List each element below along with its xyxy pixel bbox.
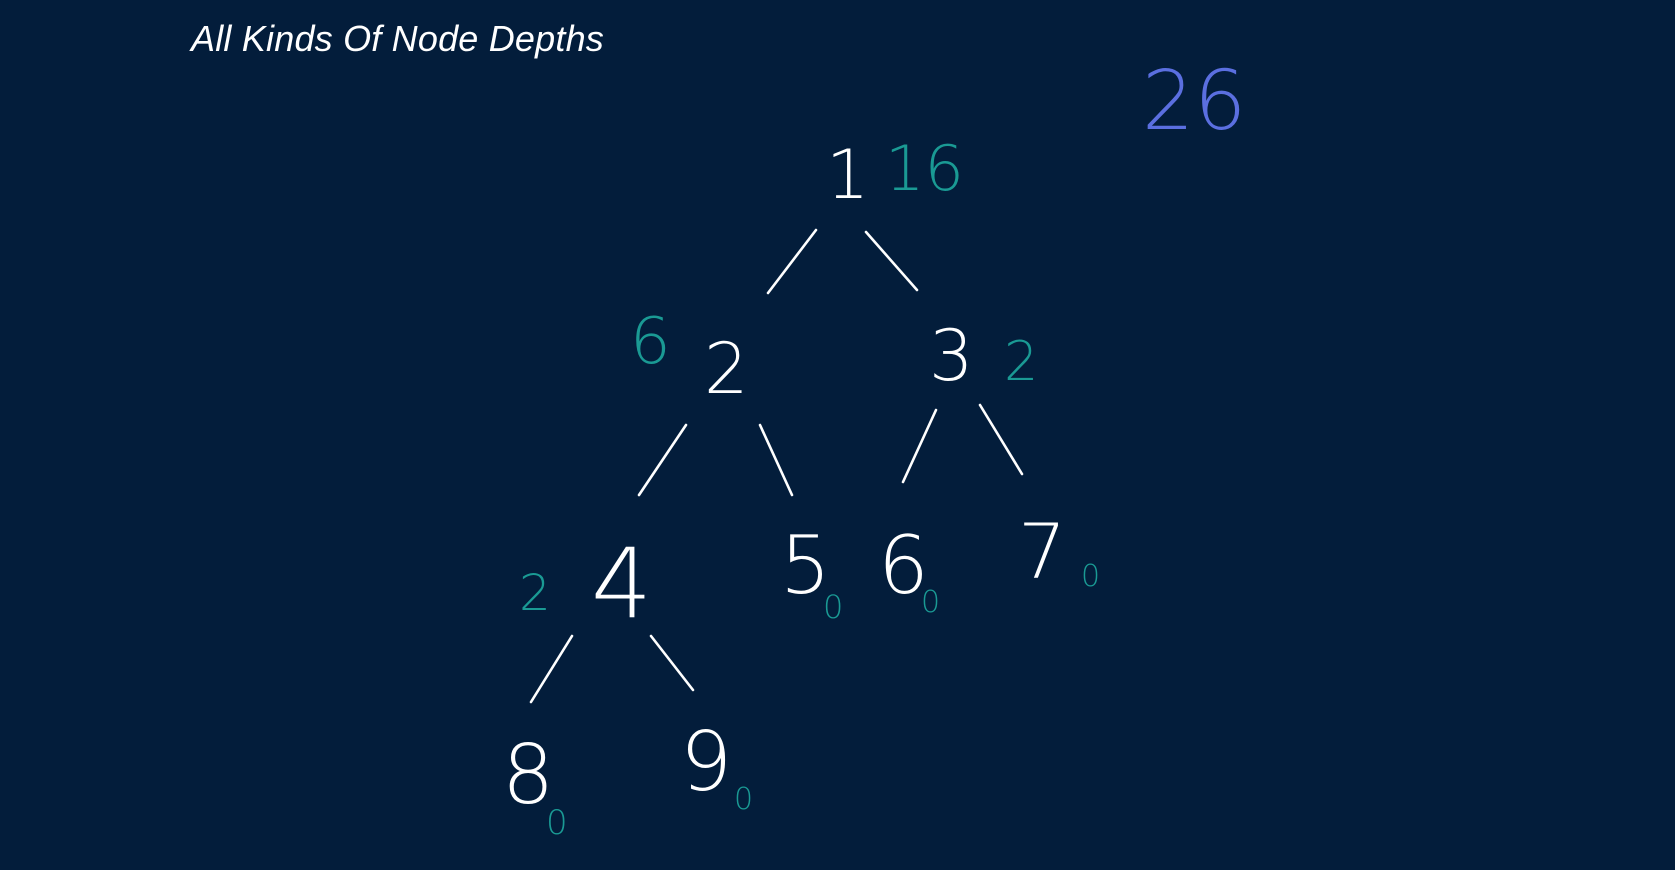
node-value-7: 7 <box>1018 507 1066 596</box>
node-value-3: 3 <box>929 315 974 397</box>
subtree-sum-5: 0 <box>823 588 843 626</box>
subtree-sum-1: 16 <box>885 132 964 205</box>
node-value-5: 5 <box>780 519 831 612</box>
edge-2-5 <box>758 423 794 497</box>
node-value-9: 9 <box>680 715 732 810</box>
node-value-8: 8 <box>502 728 554 823</box>
edge-1-3 <box>864 230 919 292</box>
edge-4-9 <box>649 634 695 692</box>
subtree-sum-3: 2 <box>1004 330 1038 393</box>
subtree-sum-6: 0 <box>921 585 940 620</box>
node-value-4: 4 <box>591 528 652 640</box>
node-value-1: 1 <box>826 136 869 215</box>
node-value-6: 6 <box>878 519 929 612</box>
edge-4-8 <box>529 634 574 704</box>
edge-1-2 <box>766 228 818 295</box>
subtree-sum-2: 6 <box>630 305 671 379</box>
subtree-sum-7: 0 <box>1081 559 1100 594</box>
subtree-sum-9: 0 <box>734 782 753 817</box>
subtree-sum-8: 0 <box>546 803 568 843</box>
page-title: All Kinds Of Node Depths <box>191 18 604 59</box>
edge-3-6 <box>901 408 938 484</box>
subtree-sum-4: 2 <box>519 564 551 622</box>
node-value-2: 2 <box>704 328 749 410</box>
edge-2-4 <box>637 423 688 497</box>
edge-3-7 <box>978 403 1024 476</box>
total-depth-sum: 26 <box>1142 54 1246 149</box>
